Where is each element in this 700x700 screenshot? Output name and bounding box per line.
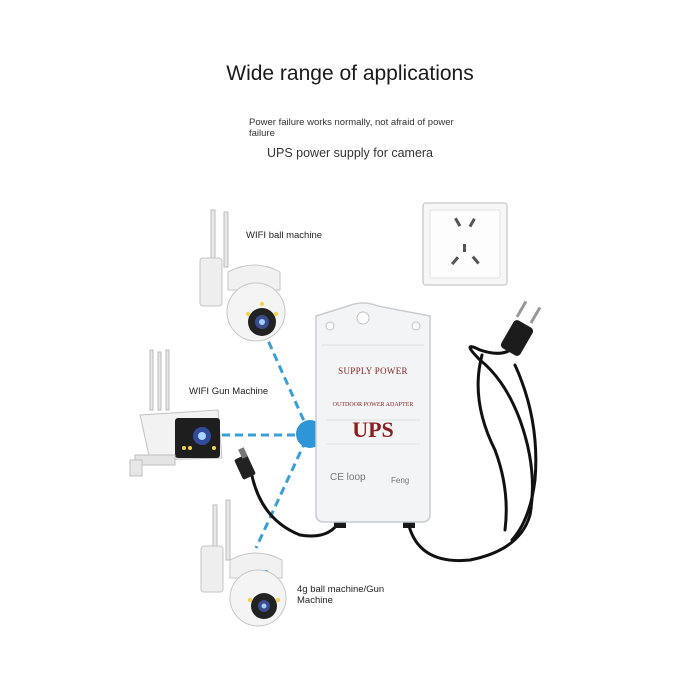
cert-mark: CE loop — [330, 472, 366, 483]
ups-label-mid: OUTDOOR POWER ADAPTER — [332, 402, 414, 408]
bullet-camera-icon — [129, 349, 223, 477]
page-subtitle: UPS power supply for camera — [266, 146, 434, 160]
4g-dome-camera-icon: 4G — [200, 499, 287, 627]
dc-cable — [250, 474, 342, 538]
brand-mark: Feng — [391, 476, 410, 485]
note-text: Power failure works normally, not afraid… — [249, 117, 454, 139]
ptz-dome-camera-icon — [199, 209, 286, 342]
page-title: Wide range of applications — [226, 62, 474, 85]
power-cord — [407, 338, 538, 563]
ups-label-main: UPS — [352, 417, 394, 442]
link-lines — [222, 317, 310, 549]
dc-plug-icon — [234, 447, 256, 480]
device-label-wifi-gun: WIFI Gun Machine — [189, 386, 269, 397]
device-label-wifi-ball: WIFI ball machine — [246, 230, 323, 241]
power-plug-icon — [500, 300, 542, 356]
ups-box — [315, 302, 431, 523]
device-label-4g: 4g ball machine/Gun Machine — [297, 584, 385, 606]
wall-socket-icon — [422, 202, 508, 286]
ups-label-top: SUPPLY POWER — [338, 366, 408, 376]
